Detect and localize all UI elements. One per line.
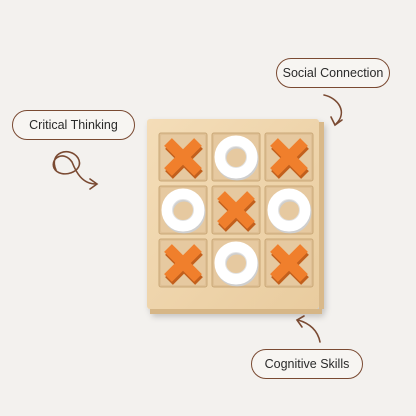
arrowhead-social bbox=[330, 116, 343, 127]
board-cell[interactable] bbox=[264, 132, 314, 182]
board-cell[interactable] bbox=[158, 185, 208, 235]
social-connection-label: Social Connection bbox=[276, 58, 390, 88]
o-piece[interactable] bbox=[214, 135, 259, 181]
curved-arrow-critical bbox=[52, 150, 97, 185]
board-cell[interactable] bbox=[211, 238, 261, 288]
x-piece[interactable] bbox=[164, 244, 203, 285]
cognitive-skills-label: Cognitive Skills bbox=[251, 349, 363, 379]
board-cell[interactable] bbox=[158, 132, 208, 182]
x-piece[interactable] bbox=[164, 138, 203, 179]
o-piece[interactable] bbox=[267, 188, 312, 234]
board-cell[interactable] bbox=[264, 238, 314, 288]
critical-thinking-label: Critical Thinking bbox=[12, 110, 135, 140]
board-grid bbox=[158, 132, 314, 288]
board-cell[interactable] bbox=[211, 185, 261, 235]
o-piece[interactable] bbox=[214, 241, 259, 287]
arrowhead-critical bbox=[89, 178, 99, 190]
board-cell[interactable] bbox=[264, 185, 314, 235]
arrowhead-cognitive bbox=[295, 315, 305, 328]
x-piece[interactable] bbox=[270, 244, 309, 285]
o-piece[interactable] bbox=[161, 188, 206, 234]
x-piece[interactable] bbox=[217, 191, 256, 232]
curved-arrow-social bbox=[323, 94, 342, 125]
board-cell[interactable] bbox=[211, 132, 261, 182]
board-cell[interactable] bbox=[158, 238, 208, 288]
x-piece[interactable] bbox=[270, 138, 309, 179]
curved-arrow-cognitive bbox=[297, 319, 321, 343]
